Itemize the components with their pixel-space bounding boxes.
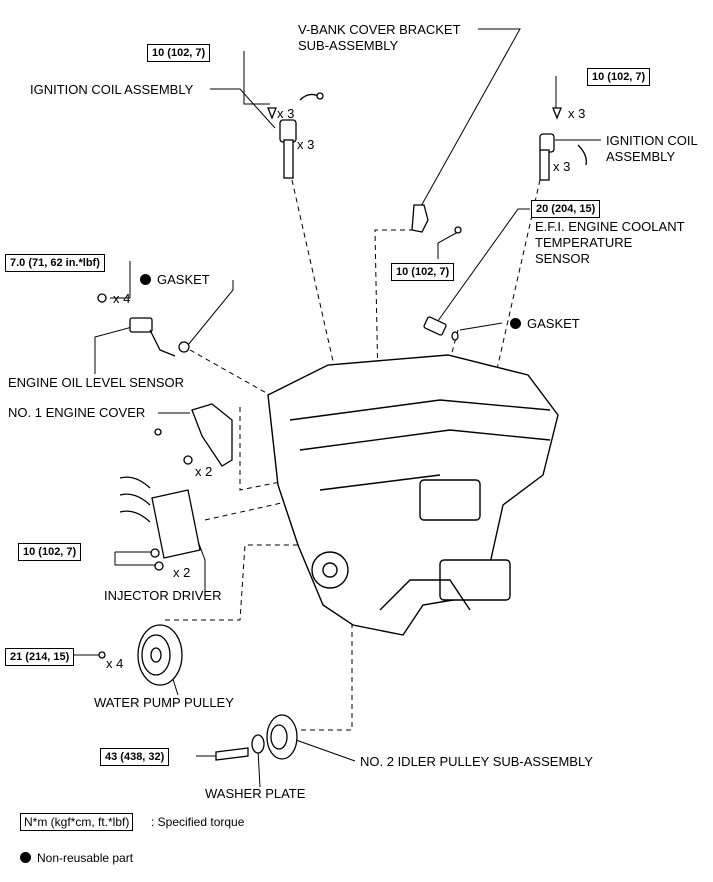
gasket-right-label: GASKET <box>510 316 580 332</box>
oil-level-sensor-label: ENGINE OIL LEVEL SENSOR <box>8 375 185 390</box>
efi-sensor-label-1: E.F.I. ENGINE COOLANT <box>535 219 685 234</box>
nonreusable-dot-icon <box>140 274 151 285</box>
idler-pulley-label: NO. 2 IDLER PULLEY SUB-ASSEMBLY <box>360 754 593 769</box>
efi-sensor-label-2: TEMPERATURE <box>535 235 633 250</box>
torque-box: 21 (214, 15) <box>5 648 75 666</box>
vbank-label-2: SUB-ASSEMBLY <box>298 38 399 53</box>
torque-box: 10 (102, 7) <box>587 68 651 86</box>
torque-box: 10 (102, 7) <box>18 543 82 561</box>
ignition-coil-left-label: IGNITION COIL ASSEMBLY <box>30 82 194 97</box>
torque-box: 10 (102, 7) <box>147 44 211 62</box>
nonreusable-dot-icon <box>20 852 31 863</box>
ignition-coil-right-label: IGNITION COIL <box>606 133 698 148</box>
quantity-label: x 3 <box>297 137 315 152</box>
legend-nonreusable: Non-reusable part <box>20 850 133 866</box>
legend-unit-desc: : Specified torque <box>151 815 245 829</box>
vbank-label: V-BANK COVER BRACKET <box>298 22 461 37</box>
quantity-label: x 2 <box>173 565 191 580</box>
ignition-coil-right-label-2: ASSEMBLY <box>606 149 676 164</box>
washer-plate-label: WASHER PLATE <box>205 786 306 801</box>
torque-box: 43 (438, 32) <box>100 748 170 766</box>
quantity-label: x 3 <box>568 106 586 121</box>
injector-driver-label: INJECTOR DRIVER <box>104 588 222 603</box>
quantity-label: x 4 <box>113 291 131 306</box>
gasket-left-label: GASKET <box>140 272 210 288</box>
quantity-label: x 3 <box>277 106 295 121</box>
nonreusable-dot-icon <box>510 318 521 329</box>
quantity-label: x 2 <box>195 464 213 479</box>
efi-sensor-label-3: SENSOR <box>535 251 590 266</box>
torque-box: 7.0 (71, 62 in.*lbf) <box>5 254 105 272</box>
torque-box: 20 (204, 15) <box>531 200 601 218</box>
quantity-label: x 4 <box>106 656 124 671</box>
water-pump-pulley-label: WATER PUMP PULLEY <box>94 695 234 710</box>
engine-cover-label: NO. 1 ENGINE COVER <box>8 405 146 420</box>
legend-unit-box: N*m (kgf*cm, ft.*lbf) <box>20 813 134 831</box>
torque-box: 10 (102, 7) <box>391 263 455 281</box>
quantity-label: x 3 <box>553 159 571 174</box>
